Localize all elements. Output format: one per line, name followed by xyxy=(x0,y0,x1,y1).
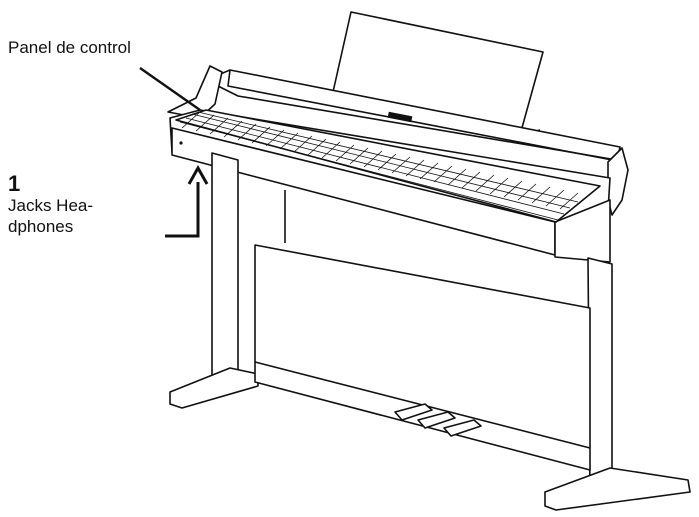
arrow-head-icon xyxy=(187,164,209,185)
pedal-right xyxy=(443,419,482,437)
headphones-label-line1: Jacks Hea- xyxy=(8,196,94,215)
keys xyxy=(179,111,579,221)
left-leg xyxy=(211,152,239,383)
right-foot xyxy=(544,467,691,511)
right-leg xyxy=(587,257,613,499)
back-panel xyxy=(254,244,591,471)
left-foot xyxy=(169,367,259,409)
pedal-left xyxy=(394,403,433,421)
headphones-arrow xyxy=(165,182,200,238)
right-cheek xyxy=(607,147,629,216)
headphones-label-line2: dphones xyxy=(8,217,74,236)
control-panel-pointer xyxy=(139,67,201,111)
step-number: 1 xyxy=(8,171,21,196)
brand-logo xyxy=(387,111,413,123)
headphones-jack xyxy=(179,141,183,145)
pedal-center xyxy=(417,411,456,429)
keyboard xyxy=(175,109,601,223)
control-panel-label: Panel de control xyxy=(8,38,131,57)
